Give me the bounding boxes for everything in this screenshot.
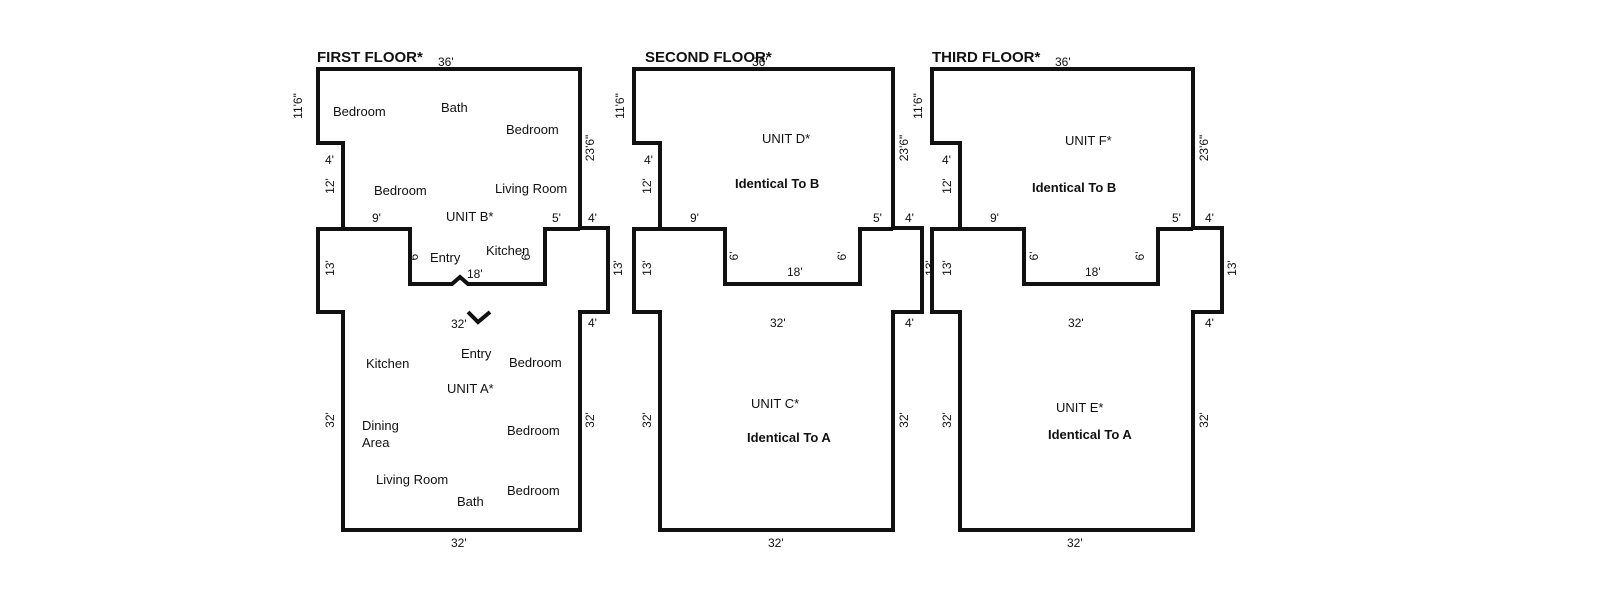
third-floor-dim-lower-top-width: 32': [1068, 316, 1084, 330]
first-floor-dim-lower-right-step: 4': [588, 316, 597, 330]
room-label: Bedroom: [509, 355, 562, 370]
third-floor-dim-upper-left-height: 11'6": [911, 93, 925, 119]
room-label: Entry: [430, 250, 461, 265]
second-floor-dim-upper-left-height: 11'6": [613, 93, 627, 119]
room-label: Bedroom: [507, 483, 560, 498]
first-floor-title: FIRST FLOOR*: [317, 49, 423, 66]
unit-c-label: UNIT C*: [751, 396, 799, 411]
room-label: Bedroom: [507, 423, 560, 438]
second-floor-dim-bottom-width: 32': [768, 536, 784, 550]
third-floor-dim-top-width: 36': [1055, 55, 1071, 69]
second-floor-dim-entry-width: 18': [787, 265, 803, 279]
third-floor-dim-lower-right-height: 32': [1197, 412, 1211, 428]
unit-c-note: Identical To A: [747, 430, 831, 445]
unit-d-note: Identical To B: [735, 176, 819, 191]
third-floor-dim-notch-small-left: 6': [1027, 252, 1041, 261]
room-label: Kitchen: [366, 356, 409, 371]
first-floor-dim-core-left-height: 13': [323, 260, 337, 276]
second-floor-core-notch: [660, 227, 893, 286]
room-label: Bath: [457, 494, 484, 509]
second-floor-dim-lower-right-step: 4': [905, 316, 914, 330]
second-floor-outline: [632, 67, 924, 532]
third-floor-dim-core-right-height: 13': [1225, 260, 1239, 276]
first-floor-dim-notch-right: 4': [588, 211, 597, 225]
third-floor-dim-bottom-width: 32': [1067, 536, 1083, 550]
third-floor-plan: THIRD FLOOR* 36' 11'6" 4' 12' 23'6" 9' 5…: [911, 49, 1239, 550]
third-floor-dim-mid-left-height: 12': [940, 178, 954, 194]
third-floor-core-notch: [960, 227, 1193, 286]
unit-e-note: Identical To A: [1048, 427, 1132, 442]
third-floor-outline: [930, 67, 1224, 532]
second-floor-dim-core-left: 9': [690, 211, 699, 225]
second-floor-dim-left-step: 4': [644, 153, 653, 167]
second-floor-dim-lower-left-height: 32': [640, 412, 654, 428]
unit-b-label: UNIT B*: [446, 209, 493, 224]
unit-e-label: UNIT E*: [1056, 400, 1103, 415]
third-floor-dim-entry-width: 18': [1085, 265, 1101, 279]
third-floor-dim-core-right: 5': [1172, 211, 1181, 225]
room-label: Area: [362, 435, 390, 450]
first-floor-dim-core-right-height: 13': [611, 260, 625, 276]
second-floor-dim-mid-left-height: 12': [640, 178, 654, 194]
first-floor-dim-upper-left-height: 11'6": [291, 93, 305, 119]
first-floor-entry-door: [466, 310, 492, 325]
room-label: Living Room: [376, 472, 448, 487]
third-floor-dim-lower-right-step: 4': [1205, 316, 1214, 330]
second-floor-dim-lower-right-height: 32': [897, 412, 911, 428]
second-floor-plan: SECOND FLOOR* 36' 11'6" 4' 12' 23'6" 9' …: [613, 49, 937, 550]
first-floor-dim-core-left: 9': [372, 211, 381, 225]
third-floor-title: THIRD FLOOR*: [932, 49, 1040, 66]
third-floor-dim-notch-right: 4': [1205, 211, 1214, 225]
first-floor-dim-right-upper-height: 23'6": [583, 135, 597, 162]
room-label: Kitchen: [486, 243, 529, 258]
second-floor-dim-core-right: 5': [873, 211, 882, 225]
second-floor-dim-right-upper-height: 23'6": [897, 135, 911, 162]
first-floor-outline: [316, 67, 610, 532]
third-floor-dim-right-upper-height: 23'6": [1197, 135, 1211, 162]
unit-b-rooms: Bedroom Bath Bedroom Bedroom Living Room…: [333, 100, 567, 265]
unit-d-label: UNIT D*: [762, 131, 810, 146]
first-floor-dim-core-right: 5': [552, 211, 561, 225]
second-floor-dim-core-left-height: 13': [640, 260, 654, 276]
room-label: Living Room: [495, 181, 567, 196]
room-label: Bedroom: [374, 183, 427, 198]
unit-f-label: UNIT F*: [1065, 133, 1112, 148]
second-floor-title: SECOND FLOOR*: [645, 49, 772, 66]
first-floor-dim-lower-left-height: 32': [323, 412, 337, 428]
room-label: Bath: [441, 100, 468, 115]
first-floor-plan: FIRST FLOOR* 36' 11'6" 4' 12' 23'6" 9' 5…: [291, 49, 625, 550]
unit-f-note: Identical To B: [1032, 180, 1116, 195]
room-label: Bedroom: [333, 104, 386, 119]
first-floor-dim-notch-small-left: 6': [407, 252, 421, 261]
room-label: Dining: [362, 418, 399, 433]
first-floor-dim-lower-top-width: 32': [451, 317, 467, 331]
first-floor-dim-top-width: 36': [438, 55, 454, 69]
third-floor-dim-core-left: 9': [990, 211, 999, 225]
second-floor-dim-notch-small-left: 6': [727, 252, 741, 261]
second-floor-dim-top-width: 36': [752, 55, 768, 69]
second-floor-dim-notch-right: 4': [905, 211, 914, 225]
first-floor-dim-left-step: 4': [325, 153, 334, 167]
room-label: Bedroom: [506, 122, 559, 137]
unit-a-label: UNIT A*: [447, 381, 494, 396]
first-floor-dim-lower-right-height: 32': [583, 412, 597, 428]
third-floor-dim-core-left-height: 13': [940, 260, 954, 276]
third-floor-dim-lower-left-height: 32': [940, 412, 954, 428]
first-floor-core-notch: [343, 227, 580, 286]
room-label: Entry: [461, 346, 492, 361]
third-floor-dim-left-step: 4': [942, 153, 951, 167]
unit-a-rooms: Kitchen Entry Bedroom UNIT A* Dining Are…: [362, 346, 562, 509]
first-floor-dim-bottom-width: 32': [451, 536, 467, 550]
second-floor-dim-lower-top-width: 32': [770, 316, 786, 330]
second-floor-dim-notch-small-right: 6': [835, 252, 849, 261]
first-floor-dim-mid-left-height: 12': [323, 178, 337, 194]
first-floor-dim-entry-width: 18': [467, 267, 483, 281]
first-floor-dim-notch-small-right: 6': [519, 252, 533, 261]
third-floor-dim-notch-small-right: 6': [1133, 252, 1147, 261]
